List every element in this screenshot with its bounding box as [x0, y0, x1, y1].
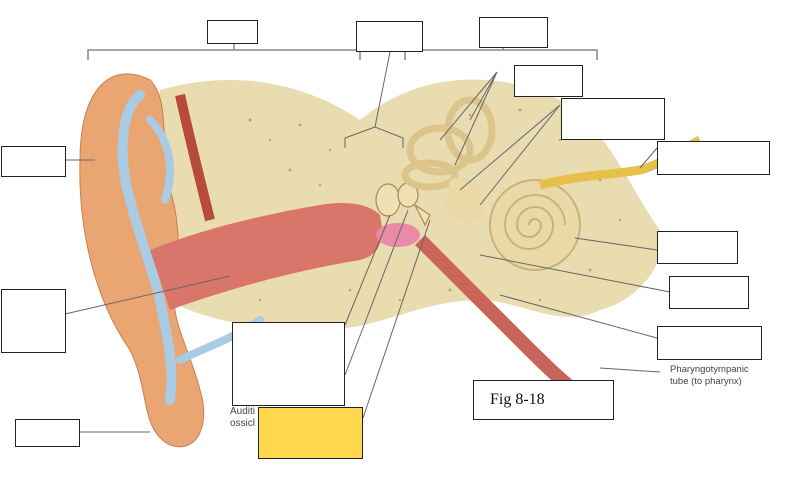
label-box-highlighted[interactable]: [258, 407, 363, 459]
label-box[interactable]: [669, 276, 749, 309]
pharyngotympanic-tube-label: Pharyngotympanic tube (to pharynx): [670, 364, 749, 388]
label-box[interactable]: [232, 322, 345, 406]
label-box[interactable]: [207, 20, 258, 44]
label-box[interactable]: [657, 326, 762, 360]
label-box[interactable]: [1, 146, 66, 177]
auditory-label-line2: ossicl: [230, 418, 256, 429]
auditory-ossicles-label: Auditi ossicl: [230, 406, 255, 430]
figure-label: Fig 8-18: [473, 380, 614, 420]
label-box[interactable]: [657, 231, 738, 264]
label-box[interactable]: [356, 21, 423, 52]
auditory-label-line1: Auditi: [230, 406, 256, 417]
pharyngotympanic-tube: [415, 235, 585, 401]
ossicles: [375, 182, 431, 227]
label-box[interactable]: [15, 419, 80, 447]
cochlea: [489, 179, 581, 271]
external-acoustic-meatus: [150, 203, 382, 310]
bone-texture: [218, 108, 622, 302]
label-box[interactable]: [514, 65, 583, 97]
pharyngotympanic-label-line1: Pharyngotympanic: [670, 364, 749, 375]
label-box[interactable]: [1, 289, 66, 353]
pharyngotympanic-label-line2: tube (to pharynx): [670, 376, 742, 387]
auricle-cartilage: [117, 90, 177, 405]
label-box[interactable]: [561, 98, 665, 140]
vestibule: [445, 177, 486, 223]
label-box[interactable]: [479, 17, 548, 48]
label-box[interactable]: [657, 141, 770, 175]
leader-lines: [64, 51, 671, 433]
